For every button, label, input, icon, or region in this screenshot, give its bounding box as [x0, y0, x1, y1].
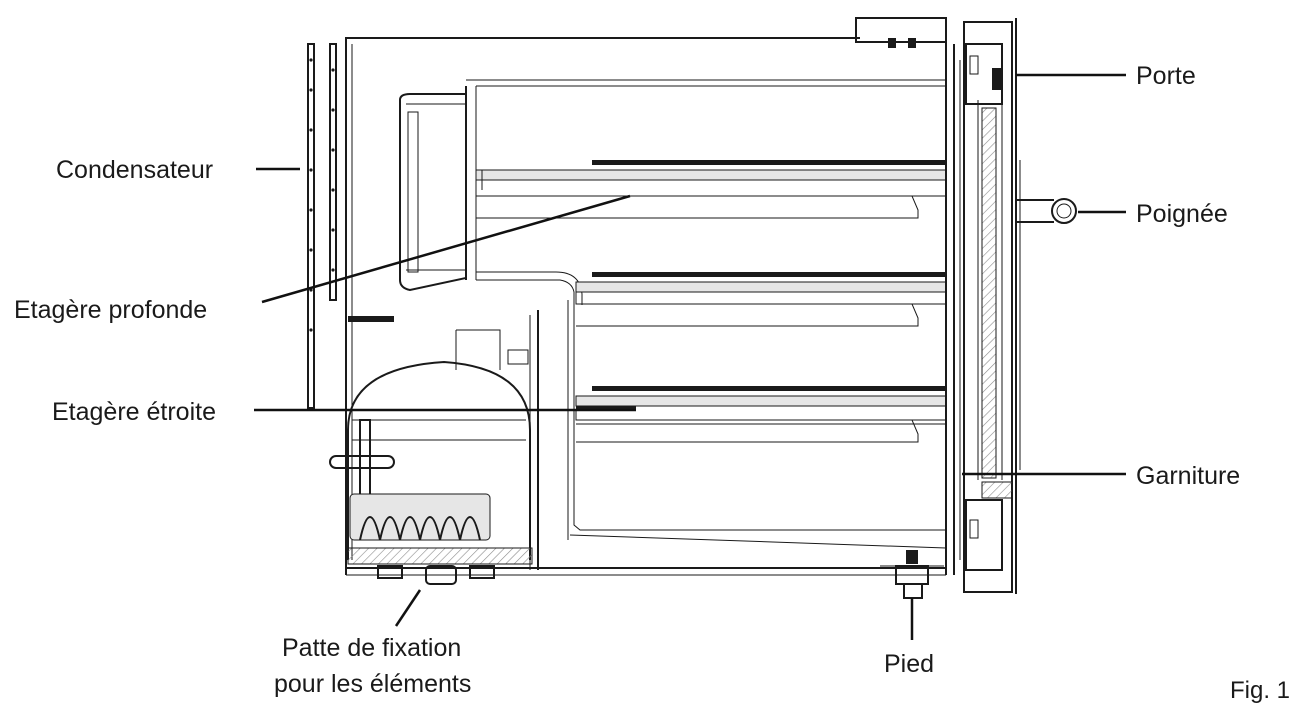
label-patte-line1: Patte de fixation — [282, 634, 461, 662]
condenser-drawing — [307, 43, 337, 409]
door-drawing — [855, 17, 1077, 594]
foot-drawing — [880, 550, 944, 599]
leader-lines — [254, 73, 1126, 640]
label-pied: Pied — [884, 650, 934, 678]
narrow-shelf — [575, 386, 947, 443]
label-porte: Porte — [1136, 62, 1196, 90]
figure-caption: Fig. 1 — [1230, 677, 1290, 704]
label-patte-line2: pour les éléments — [274, 670, 471, 698]
deep-shelf — [475, 160, 947, 219]
label-etagere-profonde: Etagère profonde — [14, 296, 207, 324]
label-poignee: Poignée — [1136, 200, 1228, 228]
cabinet-body — [345, 37, 947, 576]
label-condensateur: Condensateur — [56, 156, 213, 184]
middle-shelf — [575, 272, 947, 327]
compressor-drawing — [329, 360, 533, 585]
label-etagere-etroite: Etagère étroite — [52, 398, 216, 426]
callout-labels: Porte Condensateur Poignée Etagère profo… — [14, 62, 1290, 704]
label-garniture: Garniture — [1136, 462, 1240, 490]
